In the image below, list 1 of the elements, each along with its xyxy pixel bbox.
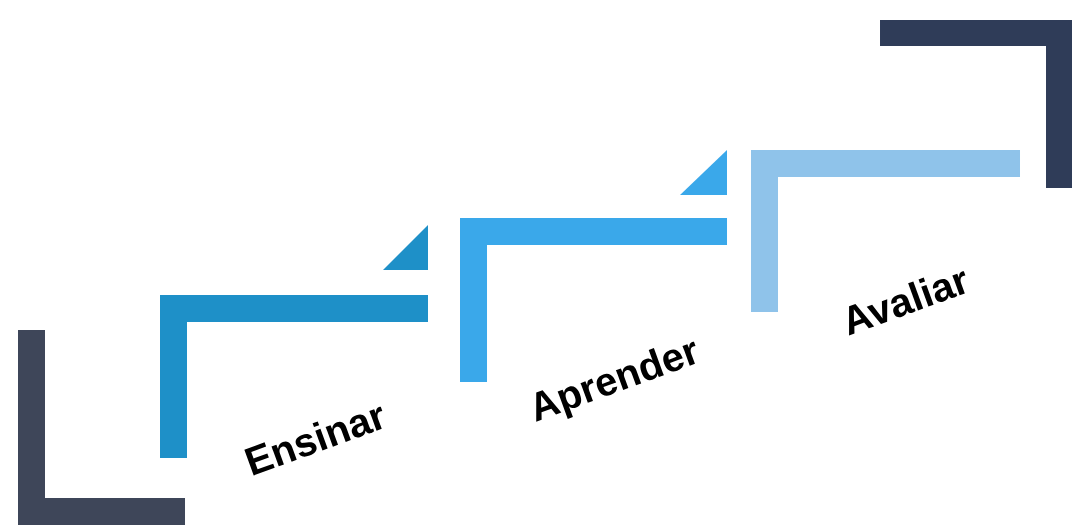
step-label: Avaliar <box>849 271 966 336</box>
